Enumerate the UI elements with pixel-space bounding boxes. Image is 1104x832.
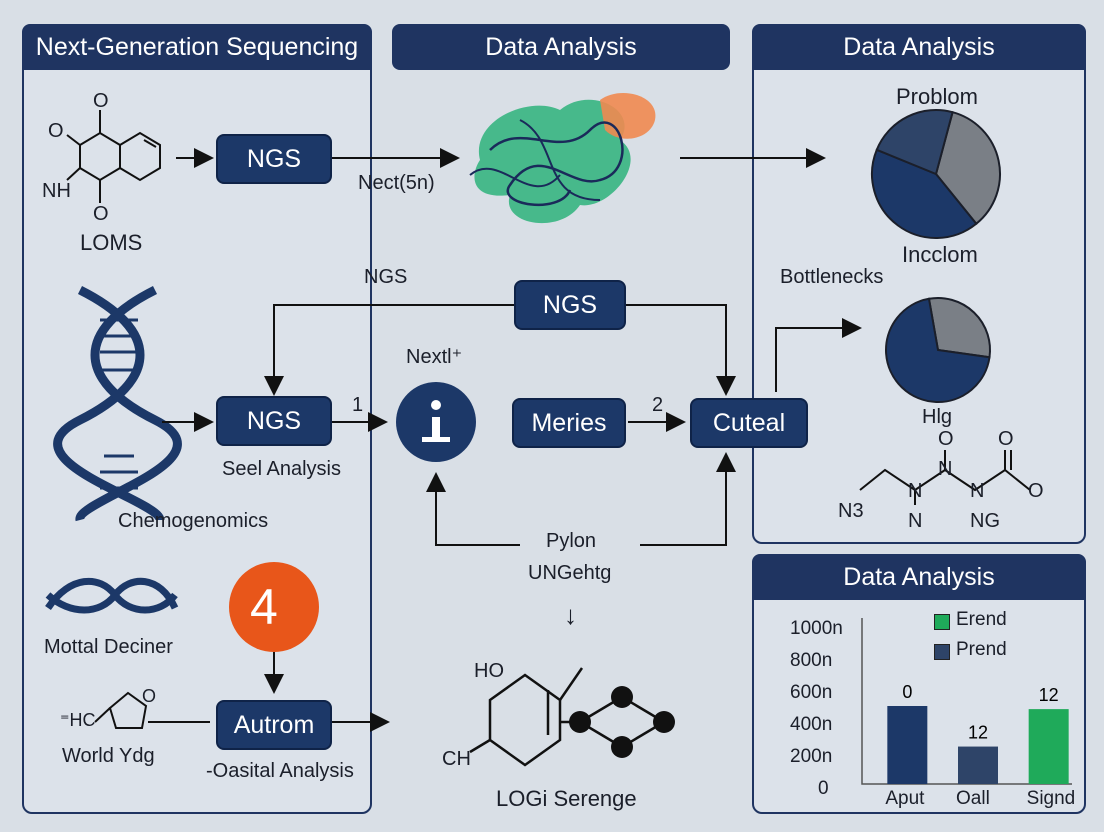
ngs-floating-label: NGS	[364, 266, 408, 288]
x-tick-label: Signd	[1026, 788, 1076, 809]
hlg-label: Hlg	[922, 406, 953, 428]
mol-o-top: O	[93, 90, 109, 112]
ngs-box-top[interactable]: NGS	[216, 134, 332, 184]
hydrazide-molecule	[859, 450, 1031, 505]
mol-n-c: N	[970, 480, 985, 502]
meries-box[interactable]: Meries	[512, 398, 626, 448]
protein-structure	[469, 92, 656, 224]
y-tick-label: 0	[818, 778, 829, 799]
y-tick-label: 600n	[790, 682, 833, 703]
right-top-panel-title: Data Analysis	[752, 24, 1086, 70]
analysis-panel-title: Data Analysis	[392, 24, 730, 70]
bar-oall	[958, 746, 998, 784]
ngs-panel-title: Next-Generation Sequencing	[22, 24, 372, 70]
nect-label: Nect(5n)	[358, 172, 435, 194]
ch-label: CH	[442, 748, 471, 770]
bar-aput	[887, 706, 928, 784]
legend-swatch	[934, 644, 950, 660]
ungehtg-label: UNGehtg	[528, 562, 612, 584]
cuteal-box[interactable]: Cuteal	[690, 398, 808, 448]
pie-slice	[885, 297, 991, 403]
mol-n-d: N	[908, 510, 923, 532]
ng-label: NG	[970, 510, 1000, 532]
bar-signd	[1028, 709, 1069, 784]
y-tick-label: 400n	[790, 714, 833, 735]
problem-pie-chart	[871, 109, 1001, 239]
bottlenecks-label: Bottlenecks	[780, 266, 884, 288]
n3-label: N3	[838, 500, 864, 522]
pie-slice	[927, 297, 991, 359]
mol-n-a: N	[908, 480, 923, 502]
mol-nh: NH	[42, 180, 71, 202]
y-tick-label: 1000n	[790, 618, 843, 639]
sugar-ring	[94, 691, 148, 729]
world-ydg-label: World Ydg	[62, 745, 155, 767]
mol-o-a: O	[938, 428, 954, 450]
x-tick-label: Oall	[956, 788, 990, 809]
ngs-box-middle[interactable]: NGS	[216, 396, 332, 446]
mol-n-b: N	[938, 458, 953, 480]
legend-label: Prend	[956, 639, 1007, 660]
pylon-label: Pylon	[546, 530, 597, 552]
down-arrow-icon: ↓	[564, 600, 577, 630]
autrom-box[interactable]: Autrom	[216, 700, 332, 750]
chart-axes	[861, 618, 1072, 785]
mol-o-left: O	[48, 120, 64, 142]
legend-label: Erend	[956, 609, 1007, 630]
nextl-label: Nextl⁺	[406, 346, 463, 368]
right-bottom-panel-title: Data Analysis	[752, 554, 1086, 600]
naphthoquinone-molecule	[66, 110, 161, 203]
mol-o-bottom: O	[93, 203, 109, 225]
ngs-box-center[interactable]: NGS	[514, 280, 626, 330]
chemogenomics-label: Chemogenomics	[118, 510, 269, 532]
pie-slice	[934, 110, 1001, 226]
bar-data-label: 0	[902, 682, 912, 702]
seel-analysis-label: Seel Analysis	[222, 458, 341, 480]
mottal-deciner-label: Mottal Deciner	[44, 636, 173, 658]
step-4-number: 4	[250, 579, 278, 635]
logi-serenge-label: LOGi Serenge	[496, 786, 637, 811]
pie-slice	[875, 109, 954, 176]
hc-label: ⁼HC	[60, 710, 96, 730]
incclom-label: Incclom	[902, 242, 978, 267]
y-tick-label: 200n	[790, 746, 833, 767]
step-2-label: 2	[652, 394, 664, 416]
legend-swatch	[934, 614, 950, 630]
bar-data-label: 12	[968, 723, 988, 743]
mol-o-b: O	[998, 428, 1014, 450]
oasital-analysis-label: -Oasital Analysis	[206, 760, 354, 782]
ho-label: HO	[474, 660, 504, 682]
step-4-circle	[229, 562, 319, 652]
loms-label: LOMS	[80, 230, 143, 255]
y-tick-label: 800n	[790, 650, 833, 671]
bar-data-label: 12	[1039, 685, 1059, 705]
small-dna	[45, 577, 179, 614]
ring-o-label: O	[142, 686, 157, 706]
bar-chart: 0 12 12	[861, 618, 1072, 785]
pie-slice	[871, 148, 978, 239]
bottlenecks-pie-chart	[885, 297, 991, 403]
right-top-panel	[752, 24, 1086, 544]
x-tick-label: Aput	[885, 788, 925, 809]
step-1-label: 1	[352, 394, 364, 416]
dna-helix	[53, 285, 182, 522]
mol-o-end: O	[1028, 480, 1044, 502]
problom-label: Problom	[896, 84, 978, 109]
